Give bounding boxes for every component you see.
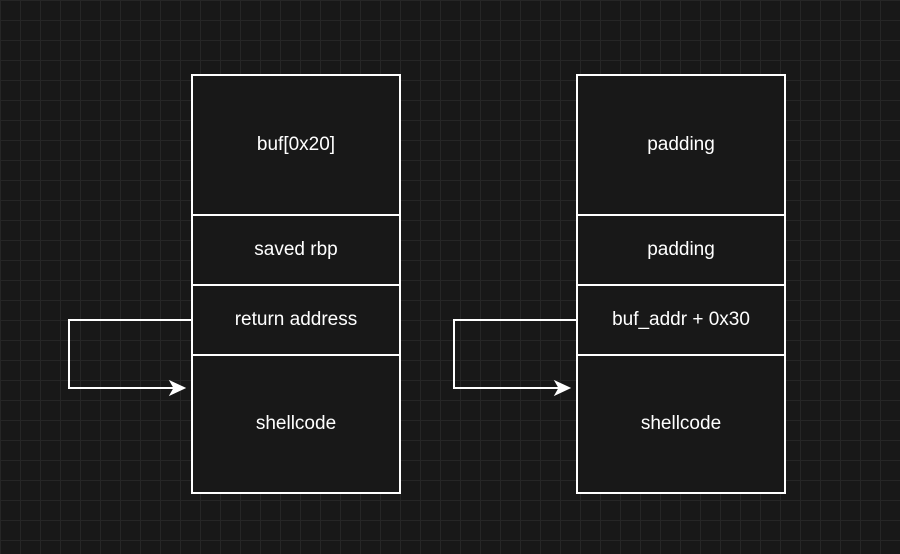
stack-cell-buffer: buf[0x20] xyxy=(191,74,401,216)
stack-cell-shellcode: shellcode xyxy=(191,354,401,494)
arrow-return-to-shellcode-right xyxy=(453,319,576,397)
stack-cell-return-address: return address xyxy=(191,284,401,356)
stack-cell-padding-1: padding xyxy=(576,74,786,216)
arrow-return-to-shellcode-left xyxy=(68,319,191,397)
stack-cell-saved-rbp: saved rbp xyxy=(191,214,401,286)
stack-cell-overwritten-return: buf_addr + 0x30 xyxy=(576,284,786,356)
stack-cell-padding-2: padding xyxy=(576,214,786,286)
stack-cell-shellcode: shellcode xyxy=(576,354,786,494)
stack-diagram-exploit: padding padding buf_addr + 0x30 shellcod… xyxy=(576,74,786,494)
stack-diagram-original: buf[0x20] saved rbp return address shell… xyxy=(191,74,401,494)
